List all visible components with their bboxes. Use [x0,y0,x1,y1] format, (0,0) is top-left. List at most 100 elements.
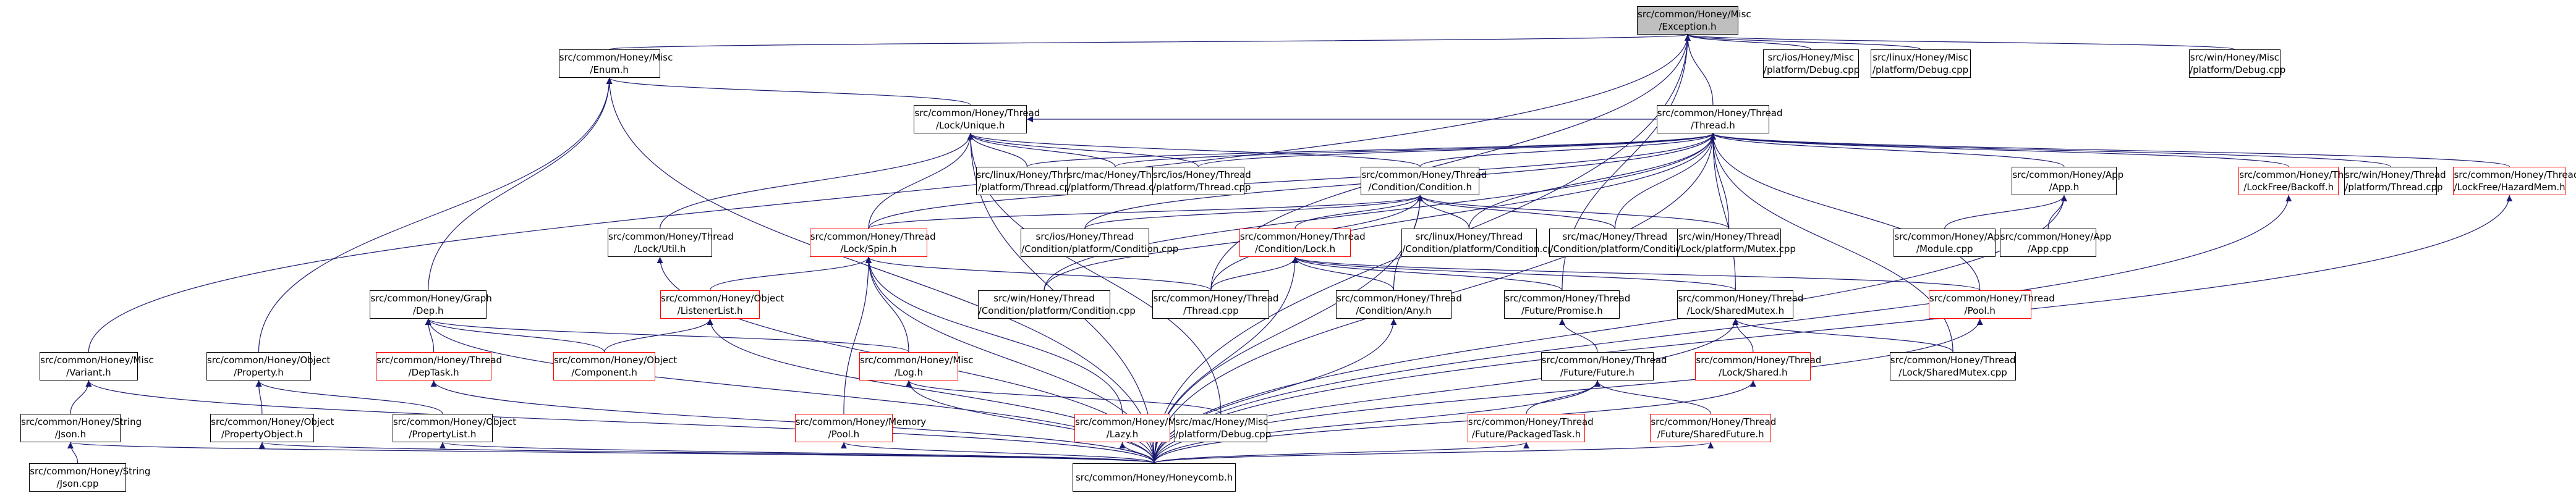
edge-property-to-enum [258,77,613,353]
edge-linux_thread-to-thread_h [1026,133,1716,167]
node-shared_mutex[interactable]: src/common/Honey/Thread/Lock/SharedMutex… [1677,290,1804,319]
node-label-line: /platform/Thread.cpp [1068,182,1166,193]
edge-win_mutex-to-condition [1417,195,1730,229]
node-label-line: src/common/Honey/Thread [2239,169,2365,180]
node-lazy[interactable]: src/common/Honey/Misc/Lazy.h [1074,414,1189,442]
edge-win_cond-to-condition [1044,195,1424,291]
node-label-line: src/common/Honey/Thread [1336,293,1462,304]
node-ios_cond[interactable]: src/ios/Honey/Thread/Condition/platform/… [1021,229,1178,257]
node-label-line: src/common/Honey/Misc [1075,416,1189,427]
edge-prop_list-to-property [255,380,443,414]
edge-log-to-spin [865,256,909,353]
edge-honeycomb-to-future [1154,380,1600,464]
node-app_module[interactable]: src/common/Honey/App/Module.cpp [1894,229,2005,257]
node-win_cond[interactable]: src/win/Honey/Thread/Condition/platform/… [977,290,1136,319]
node-promise[interactable]: src/common/Honey/Thread/Future/Promise.h [1504,290,1630,319]
node-label-line: src/common/Honey/Thread [1678,293,1804,304]
node-shared_future[interactable]: src/common/Honey/Thread/Future/SharedFut… [1650,414,1776,442]
edge-thread_cpp-to-thread_h [1210,133,1716,291]
node-component[interactable]: src/common/Honey/Object/Component.h [553,352,677,380]
edge-json_h-to-variant [70,380,92,414]
node-spin[interactable]: src/common/Honey/Thread/Lock/Spin.h [809,229,936,257]
node-mac_cond[interactable]: src/mac/Honey/Thread/Condition/platform/… [1549,229,1707,257]
node-future[interactable]: src/common/Honey/Thread/Future/Future.h [1541,352,1667,380]
node-packaged[interactable]: src/common/Honey/Thread/Future/PackagedT… [1467,414,1594,442]
node-shared_mutex_cpp[interactable]: src/common/Honey/Thread/Lock/SharedMutex… [1889,352,2017,380]
node-prop_list[interactable]: src/common/Honey/Object/PropertyList.h [392,414,516,442]
node-win_debug[interactable]: src/win/Honey/Misc/platform/Debug.cpp [2189,49,2285,78]
node-mac_debug[interactable]: src/mac/Honey/Misc/platform/Debug.cpp [1175,414,1272,442]
node-label-line: src/common/Honey/Thread [1657,107,1783,119]
node-label-line: src/common/Honey/Thread [1239,231,1366,242]
node-lock_util[interactable]: src/common/Honey/Thread/Lock/Util.h [607,229,734,257]
node-label-line: /Lock/Spin.h [840,243,897,254]
node-json_cpp[interactable]: src/common/Honey/String/Json.cpp [29,463,150,492]
node-ios_thread[interactable]: src/ios/Honey/Thread/platform/Thread.cpp [1152,167,1251,195]
node-unique[interactable]: src/common/Honey/Thread/Lock/Unique.h [914,105,1040,133]
node-label-line: /platform/Debug.cpp [1175,429,1272,440]
node-listener[interactable]: src/common/Honey/Object/ListenerList.h [660,290,784,319]
node-property[interactable]: src/common/Honey/Object/Property.h [206,352,330,380]
edge-graph_dep-to-enum [428,77,613,291]
edge-thread_cpp-to-exception [1210,34,1691,291]
node-mac_thread[interactable]: src/mac/Honey/Thread/platform/Thread.cpp [1067,167,1173,195]
node-thread_cpp[interactable]: src/common/Honey/Thread/Thread.cpp [1152,290,1278,319]
node-label-line: /Lock/Unique.h [935,120,1005,131]
node-label-line: src/common/Honey/Misc [40,355,154,366]
node-cond_lock[interactable]: src/common/Honey/Thread/Condition/Lock.h [1239,229,1366,257]
edge-honeycomb-to-enum [606,77,1155,464]
node-label-line: src/common/Honey/Graph [370,293,492,304]
node-label-line: /platform/Thread.cpp [1153,182,1251,193]
node-label-line: /Lock/SharedMutex.cpp [1898,367,2007,378]
node-label-line: /Pool.h [1964,305,1996,316]
node-pool[interactable]: src/common/Honey/Thread/Pool.h [1928,290,2055,319]
node-app_h[interactable]: src/common/Honey/App/App.h [2012,167,2123,195]
node-win_thread[interactable]: src/win/Honey/Thread/platform/Thread.cpp [2344,167,2446,195]
node-label-line: src/common/Honey/Thread [608,231,734,242]
node-label-line: src/common/Honey/Thread [810,231,936,242]
node-linux_thread[interactable]: src/linux/Honey/Thread/platform/Thread.c… [976,167,1084,195]
edge-honeycomb-to-lazy [1119,442,1155,464]
node-variant[interactable]: src/common/Honey/Misc/Variant.h [40,352,154,380]
edge-ios_cond-to-condition [1084,195,1423,229]
node-label-line: /Variant.h [66,367,111,378]
node-label-line: /Condition/Condition.h [1368,182,1472,193]
node-enum[interactable]: src/common/Honey/Misc/Enum.h [558,49,673,78]
node-honeycomb[interactable]: src/common/Honey/Honeycomb.h [1073,463,1236,492]
node-condition[interactable]: src/common/Honey/Thread/Condition/Condit… [1361,167,1487,195]
node-graph_dep[interactable]: src/common/Honey/Graph/Dep.h [370,290,492,319]
node-deptask[interactable]: src/common/Honey/Thread/DepTask.h [376,352,503,380]
node-hazard[interactable]: src/common/Honey/Thread/LockFree/HazardM… [2453,167,2576,195]
node-label-line: /DepTask.h [408,367,459,378]
node-label-line: src/common/Honey/Thread [376,355,503,366]
node-label-line: /Thread.cpp [1183,305,1239,316]
node-ios_debug[interactable]: src/ios/Honey/Misc/platform/Debug.cpp [1762,49,1860,78]
node-pool_mem[interactable]: src/common/Honey/Memory/Pool.h [794,414,926,442]
node-backoff[interactable]: src/common/Honey/Thread/LockFree/Backoff… [2238,167,2365,195]
node-linux_debug[interactable]: src/linux/Honey/Misc/platform/Debug.cpp [1870,49,1971,78]
node-prop_object[interactable]: src/common/Honey/Object/PropertyObject.h [210,414,334,442]
node-label-line: /Lock/platform/Mutex.cpp [1677,243,1796,254]
node-label-line: /Enum.h [590,64,629,75]
node-linux_cond[interactable]: src/linux/Honey/Thread/Condition/platfor… [1401,229,1559,257]
node-json_h[interactable]: src/common/Honey/String/Json.h [20,414,142,442]
edge-linux_cond-to-thread_h [1468,133,1716,229]
edge-component-to-graph_dep [425,318,605,353]
node-label-line: src/ios/Honey/Thread [1035,231,1134,242]
node-label-line: src/ios/Honey/Misc [1767,52,1855,63]
node-exception[interactable]: src/common/Honey/Misc/Exception.h [1637,6,1751,35]
node-win_mutex[interactable]: src/win/Honey/Thread/Lock/platform/Mutex… [1677,229,1796,257]
node-cond_any[interactable]: src/common/Honey/Thread/Condition/Any.h [1335,290,1462,319]
node-lock_shared[interactable]: src/common/Honey/Thread/Lock/Shared.h [1695,352,1821,380]
edge-lock_util-to-unique [659,133,974,229]
edge-variant-to-exception [88,34,1691,353]
node-app_cpp[interactable]: src/common/Honey/App/App.cpp [1999,229,2112,257]
node-label-line: /Json.h [54,429,87,440]
node-label-line: src/common/Honey/Honeycomb.h [1075,472,1233,483]
node-label-line: /Lazy.h [1106,429,1139,440]
node-label-line: /Future/SharedFuture.h [1657,429,1764,440]
node-log[interactable]: src/common/Honey/Misc/Log.h [859,352,974,380]
node-thread_h[interactable]: src/common/Honey/Thread/Thread.h [1656,105,1783,133]
edge-json_cpp-to-json_h [67,442,79,464]
edge-hazard-to-thread_h [1710,133,2510,167]
